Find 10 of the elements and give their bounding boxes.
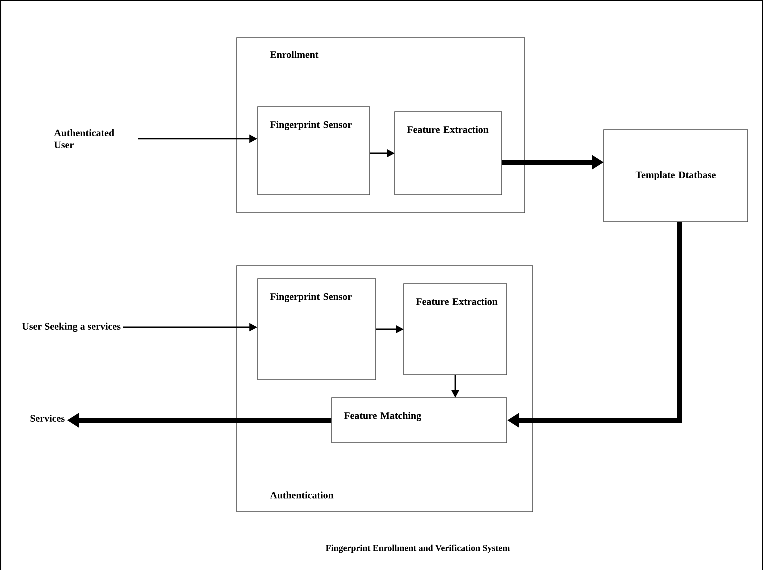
process-box: Feature Extraction <box>404 284 508 376</box>
input-label: User Seeking a services <box>22 322 121 332</box>
process-box: Fingerprint Sensor <box>258 278 376 380</box>
process-box: Feature Extraction <box>394 112 502 196</box>
process-box: Fingerprint Sensor <box>258 106 370 196</box>
input-label: Services <box>30 414 65 422</box>
input-label: Authenticated User <box>54 130 114 148</box>
caption: Fingerprint Enrollment and Verification System <box>326 544 510 554</box>
process-box: Template Dtatbase <box>604 130 748 222</box>
process-box: Feature Matching <box>332 398 508 444</box>
